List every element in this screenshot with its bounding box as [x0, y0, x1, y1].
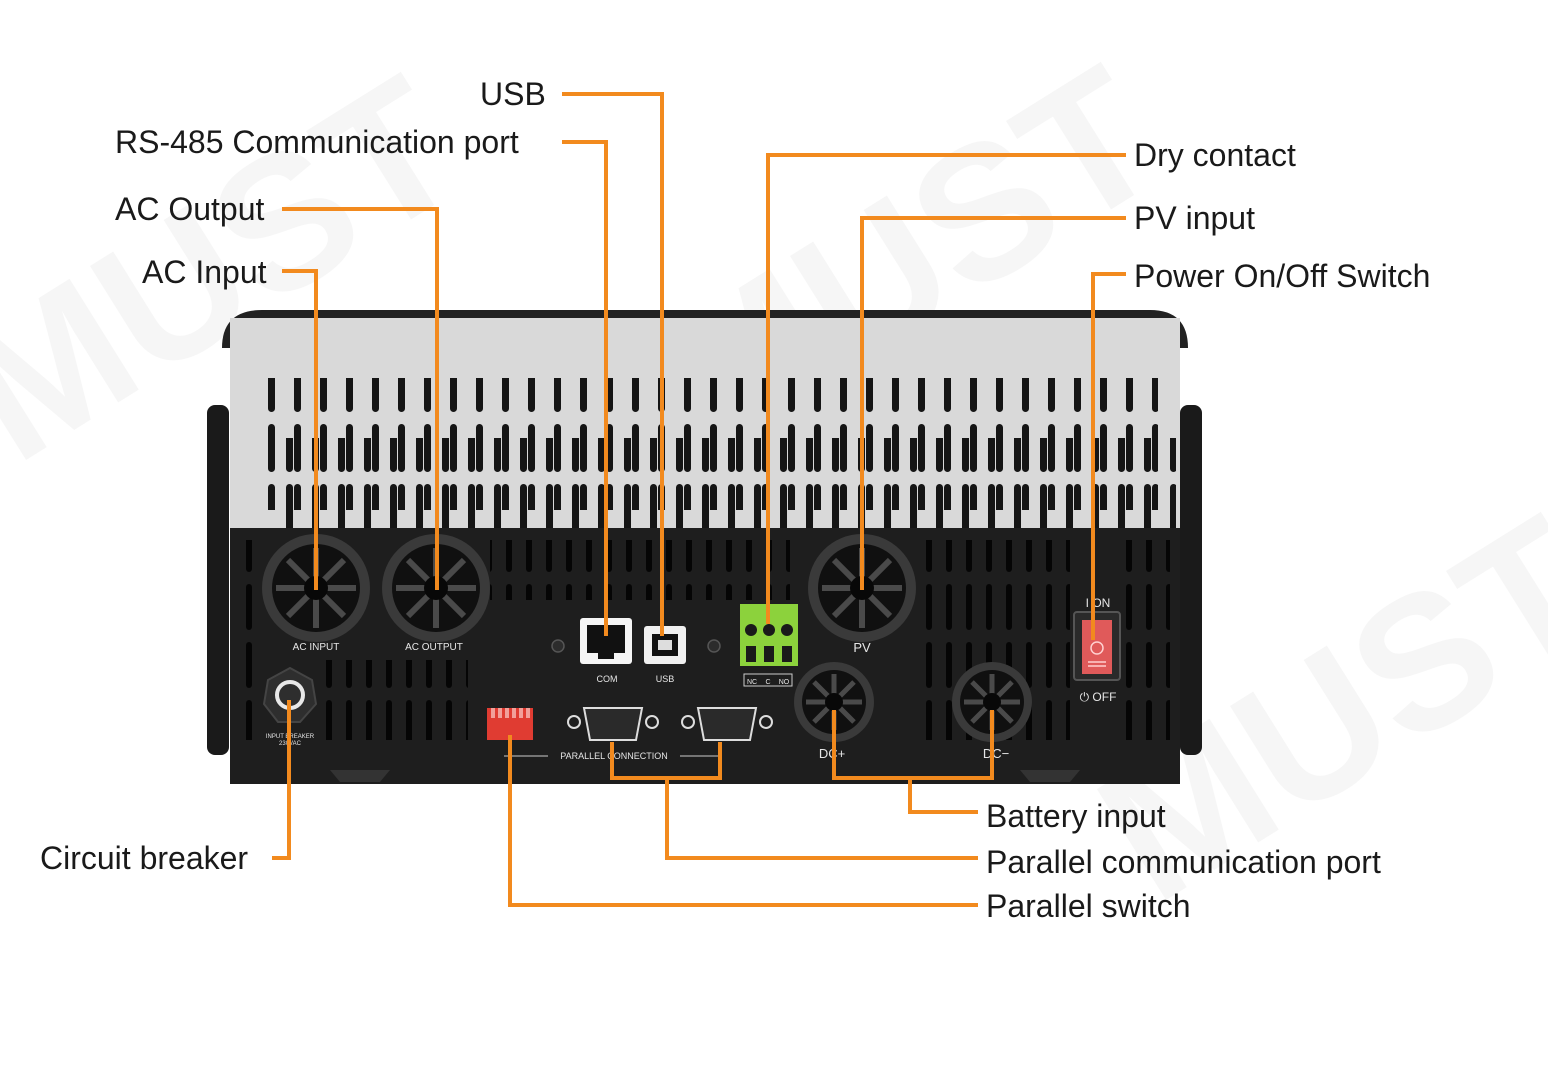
callout-ac-input: AC Input	[142, 254, 267, 290]
parallel-dip-switch	[487, 708, 533, 740]
leader-ac-input	[282, 269, 318, 590]
panel-label-on: I ON	[1086, 596, 1111, 610]
panel-label-off: ⏻ OFF	[1080, 690, 1117, 704]
panel-label-dc-minus: DC−	[983, 746, 1009, 761]
leader-battery	[908, 778, 978, 814]
power-switch	[1073, 611, 1121, 681]
leader-usb	[562, 92, 664, 636]
screw	[551, 639, 565, 653]
right-handle	[1180, 405, 1202, 755]
leader-rs485	[562, 140, 608, 636]
usb-port	[644, 626, 686, 664]
leader-circuit-breaker	[272, 700, 291, 860]
leader-parallel-comm	[665, 778, 978, 860]
callout-parallel-switch: Parallel switch	[986, 888, 1191, 924]
dc-minus-gland	[952, 662, 1032, 742]
callout-dry-contact: Dry contact	[1134, 137, 1296, 173]
panel-label-ac-output: AC OUTPUT	[405, 642, 463, 653]
callout-battery-input: Battery input	[986, 798, 1166, 834]
left-foot	[330, 770, 390, 782]
callout-ac-output: AC Output	[115, 191, 265, 227]
panel-label-no: NO	[779, 679, 790, 686]
panel-label-c: C	[765, 679, 770, 686]
leader-parallel-switch	[508, 735, 978, 907]
right-foot	[1020, 770, 1080, 782]
panel-label-com: COM	[597, 674, 618, 684]
com-port	[580, 618, 632, 664]
callout-rs485: RS-485 Communication port	[115, 124, 519, 160]
callout-usb: USB	[480, 76, 546, 112]
parallel-port-1	[567, 707, 659, 741]
panel-label-nc: NC	[747, 679, 757, 686]
dc-plus-gland	[794, 662, 874, 742]
callout-power-switch: Power On/Off Switch	[1134, 258, 1431, 294]
callout-pv-input: PV input	[1134, 200, 1255, 236]
screw	[707, 639, 721, 653]
circuit-breaker-knob	[262, 666, 318, 723]
leader-lines	[272, 92, 1126, 907]
callout-circuit-breaker: Circuit breaker	[40, 840, 249, 876]
panel-label-usb: USB	[656, 674, 675, 684]
leader-pv-input	[860, 216, 1126, 590]
left-handle	[207, 405, 229, 755]
leader-ac-output	[282, 207, 439, 590]
parallel-port-2	[681, 707, 773, 741]
callout-parallel-comm: Parallel communication port	[986, 844, 1381, 880]
leader-battery-dc-plus	[832, 710, 994, 780]
leader-power-switch	[1091, 272, 1126, 640]
panel-label-pv: PV	[853, 640, 871, 655]
leader-dry-contact	[766, 153, 1126, 624]
panel-label-ac-input: AC INPUT	[293, 642, 340, 653]
